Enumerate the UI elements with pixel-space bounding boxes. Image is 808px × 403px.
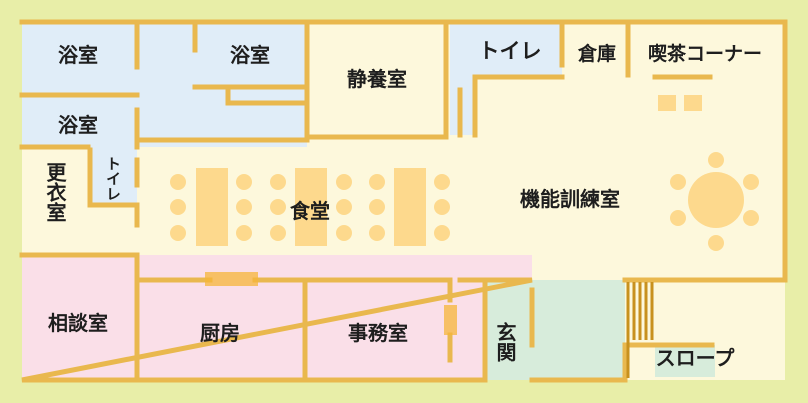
- chair: [170, 174, 186, 190]
- kitchen-door: [205, 272, 258, 286]
- chair: [743, 174, 759, 190]
- room-label-changing: 更衣室: [43, 162, 67, 222]
- chair: [369, 225, 385, 241]
- room-label-bath3: 浴室: [58, 113, 98, 137]
- room-label-consult: 相談室: [48, 311, 108, 335]
- chair: [670, 174, 686, 190]
- room-labels: 浴室 浴室 浴室 静養室 トイレ 倉庫 喫茶コーナー 更衣室 トイレ 食堂 機能…: [43, 39, 762, 370]
- room-label-kitchen: 厨房: [200, 321, 240, 345]
- room-label-toilet-side: トイレ: [104, 156, 122, 201]
- storage-floor: [565, 22, 628, 77]
- slope-stripes: [626, 282, 654, 378]
- chair: [270, 174, 286, 190]
- chair: [170, 225, 186, 241]
- floor-fills: [22, 22, 785, 380]
- chair: [369, 174, 385, 190]
- cafe-seat-right: [684, 95, 702, 111]
- chair: [170, 199, 186, 215]
- wall-slope-inner: [622, 342, 715, 383]
- walls: [19, 19, 788, 383]
- chair: [336, 199, 352, 215]
- chair: [336, 174, 352, 190]
- room-label-cafe: 喫茶コーナー: [648, 42, 762, 65]
- room-label-slope: スロープ: [656, 346, 736, 370]
- chair: [236, 225, 252, 241]
- chair: [434, 225, 450, 241]
- toilet-top-floor: [450, 22, 562, 77]
- chair: [743, 210, 759, 226]
- cafe-seat-left: [658, 95, 676, 111]
- wall-bath2-step: [225, 84, 310, 106]
- chair: [236, 174, 252, 190]
- room-label-rest: 静養室: [347, 67, 407, 91]
- chair: [434, 174, 450, 190]
- dining-furniture: [170, 152, 759, 251]
- room-label-storage: 倉庫: [577, 42, 616, 65]
- outer-wall: [19, 19, 788, 383]
- room-label-bath2: 浴室: [230, 43, 270, 67]
- dining-table: [394, 168, 426, 246]
- chair: [270, 199, 286, 215]
- dining-table: [196, 168, 228, 246]
- wall-toilet-side-left: [87, 147, 140, 208]
- room-label-training: 機能訓練室: [520, 187, 620, 211]
- chair: [369, 199, 385, 215]
- dining-table: [295, 168, 327, 246]
- chair: [270, 225, 286, 241]
- chair: [708, 152, 724, 168]
- room-label-office: 事務室: [348, 321, 408, 345]
- room-label-toilet-top: トイレ: [479, 39, 542, 63]
- chair: [434, 199, 450, 215]
- chair: [670, 210, 686, 226]
- toilet-side-floor: [90, 147, 137, 207]
- office-door: [444, 305, 457, 335]
- room-label-entrance: 玄関: [493, 321, 517, 363]
- chair: [236, 199, 252, 215]
- round-table: [688, 172, 744, 228]
- chair: [336, 225, 352, 241]
- chair: [708, 235, 724, 251]
- room-label-bath1: 浴室: [58, 43, 98, 67]
- doors: [205, 95, 702, 335]
- room-label-dining: 食堂: [290, 199, 330, 223]
- entrance-floor-left: [485, 315, 535, 380]
